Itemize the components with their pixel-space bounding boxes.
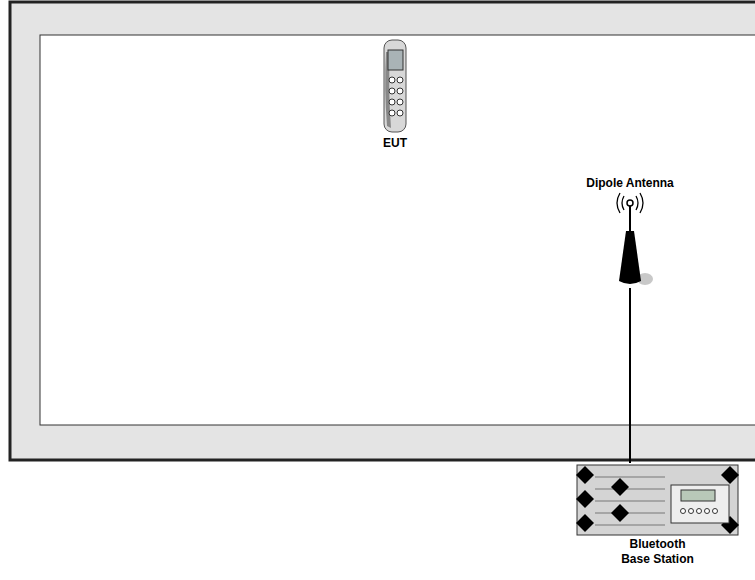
rack-slat bbox=[595, 513, 665, 514]
rack-button bbox=[705, 509, 710, 514]
antenna-icon bbox=[575, 191, 685, 288]
rack-slat bbox=[595, 501, 665, 502]
base-station-icon bbox=[575, 463, 740, 537]
rack-chassis bbox=[577, 465, 738, 535]
phone-icon bbox=[365, 38, 425, 136]
rack-button bbox=[697, 509, 702, 514]
rack-display bbox=[681, 490, 715, 501]
rack-slat bbox=[595, 525, 665, 526]
rack-button bbox=[713, 509, 718, 514]
rack-button bbox=[689, 509, 694, 514]
phone-key bbox=[389, 110, 395, 116]
node-label: EUT bbox=[365, 136, 425, 151]
phone-key bbox=[389, 88, 395, 94]
rack-ornament bbox=[576, 466, 594, 484]
phone-body bbox=[384, 40, 406, 132]
radio-wave bbox=[617, 193, 620, 213]
rack-ornament bbox=[611, 478, 629, 496]
rack-slat bbox=[595, 477, 665, 478]
antenna-base bbox=[619, 231, 641, 284]
phone-key bbox=[397, 77, 403, 83]
device-node: EUT bbox=[365, 38, 425, 151]
radio-wave bbox=[622, 196, 624, 210]
phone-key bbox=[389, 99, 395, 105]
rack-button bbox=[681, 509, 686, 514]
rack-ornament bbox=[576, 514, 594, 532]
chamber-interior bbox=[40, 35, 755, 425]
rack-ornament bbox=[611, 504, 629, 522]
rack-ornament bbox=[721, 466, 739, 484]
antenna-mast bbox=[629, 205, 631, 233]
phone-key bbox=[389, 77, 395, 83]
cable bbox=[629, 288, 631, 463]
rack-ornament bbox=[576, 490, 594, 508]
node-label: Dipole Antenna bbox=[575, 176, 685, 191]
phone-key bbox=[397, 88, 403, 94]
rack-panel bbox=[671, 485, 729, 523]
phone-key bbox=[397, 99, 403, 105]
antenna-tip bbox=[627, 200, 633, 206]
node-label: Bluetooth Base Station bbox=[618, 537, 698, 567]
phone-screen bbox=[388, 50, 403, 70]
antenna-node: Dipole Antenna bbox=[575, 176, 685, 288]
radio-wave bbox=[640, 193, 643, 213]
phone-key bbox=[397, 110, 403, 116]
chamber-wall bbox=[10, 2, 755, 460]
radio-wave bbox=[636, 196, 638, 210]
base-station-node: Bluetooth Base Station bbox=[575, 463, 740, 567]
rack-slat bbox=[595, 489, 665, 490]
